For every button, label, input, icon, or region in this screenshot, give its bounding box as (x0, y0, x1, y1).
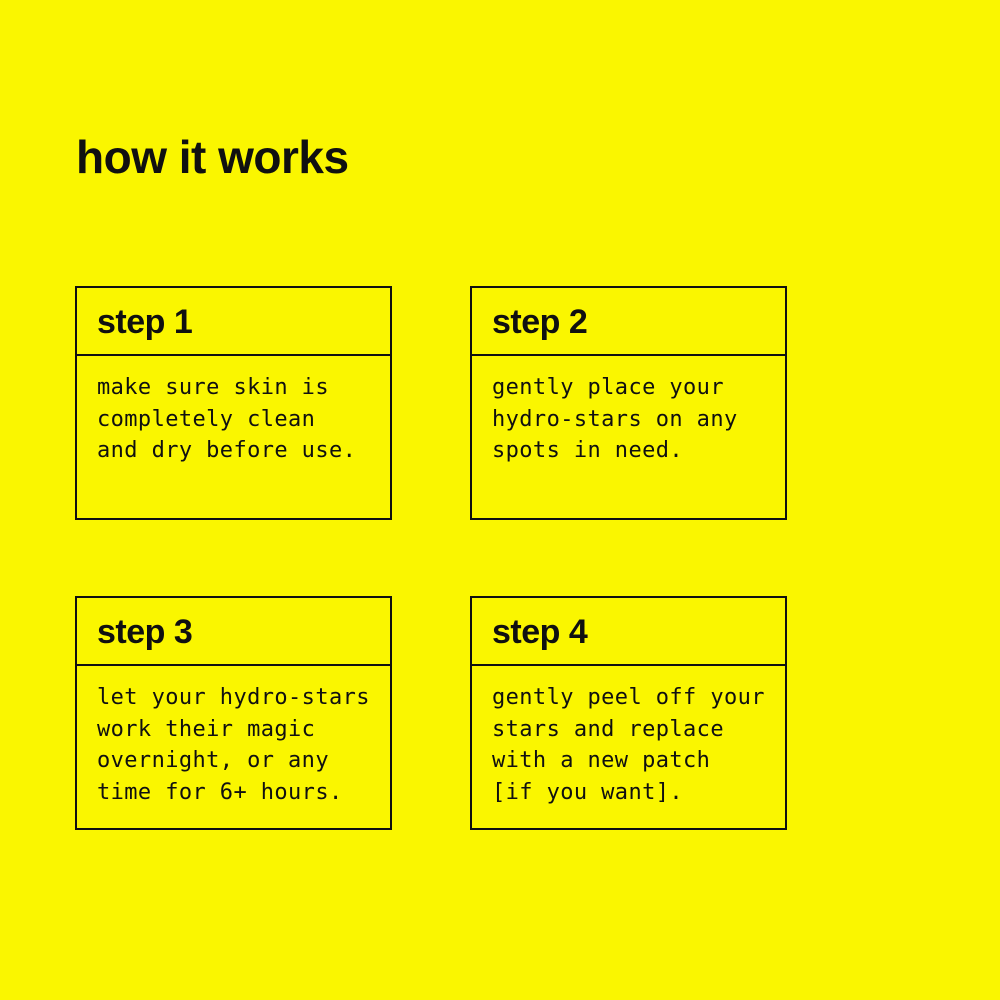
page-title: how it works (76, 130, 349, 183)
step-card-3-header: step 3 (77, 598, 390, 666)
step-card-1: step 1 make sure skin is completely clea… (75, 286, 392, 520)
steps-grid: step 1 make sure skin is completely clea… (75, 286, 787, 830)
step-4-description: gently peel off your stars and replace w… (492, 685, 765, 805)
step-card-2-header: step 2 (472, 288, 785, 356)
step-card-4-header: step 4 (472, 598, 785, 666)
step-card-2: step 2 gently place your hydro-stars on … (470, 286, 787, 520)
step-4-label: step 4 (492, 612, 588, 651)
step-1-label: step 1 (97, 302, 193, 341)
step-3-label: step 3 (97, 612, 193, 651)
step-2-label: step 2 (492, 302, 588, 341)
step-3-description: let your hydro-stars work their magic ov… (97, 685, 370, 805)
step-1-description: make sure skin is completely clean and d… (97, 375, 357, 463)
step-card-1-header: step 1 (77, 288, 390, 356)
step-card-3: step 3 let your hydro-stars work their m… (75, 596, 392, 830)
step-2-description: gently place your hydro-stars on any spo… (492, 375, 738, 463)
step-card-4: step 4 gently peel off your stars and re… (470, 596, 787, 830)
